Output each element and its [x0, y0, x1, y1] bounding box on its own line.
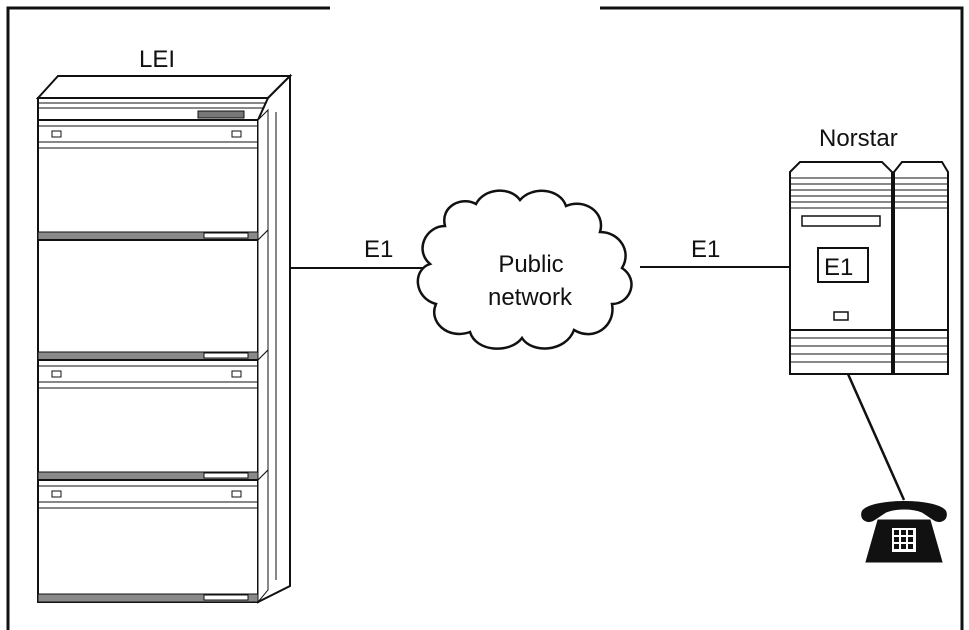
lei-cabinet: [35, 73, 293, 604]
norstar-label: Norstar: [819, 125, 898, 152]
lei-module-1: [37, 108, 269, 242]
diagram-frame: [6, 6, 964, 630]
e1-label-left: E1: [364, 236, 393, 263]
lei-module-3: [37, 348, 269, 482]
cloud-label-line2: network: [488, 284, 573, 311]
lei-top-cap: [35, 75, 293, 99]
norstar-e1-label: E1: [824, 254, 853, 281]
cloud-icon: [416, 189, 633, 350]
lei-module-4: [37, 468, 269, 604]
norstar-unit: [789, 161, 949, 375]
cloud-label-line1: Public: [498, 251, 563, 278]
e1-label-right: E1: [691, 236, 720, 263]
lei-module-2: [37, 228, 269, 362]
telephone-icon: [861, 501, 947, 563]
norstar-e1-module: [817, 247, 869, 283]
phone-cord: [846, 373, 906, 501]
lei-label: LEI: [139, 46, 175, 73]
